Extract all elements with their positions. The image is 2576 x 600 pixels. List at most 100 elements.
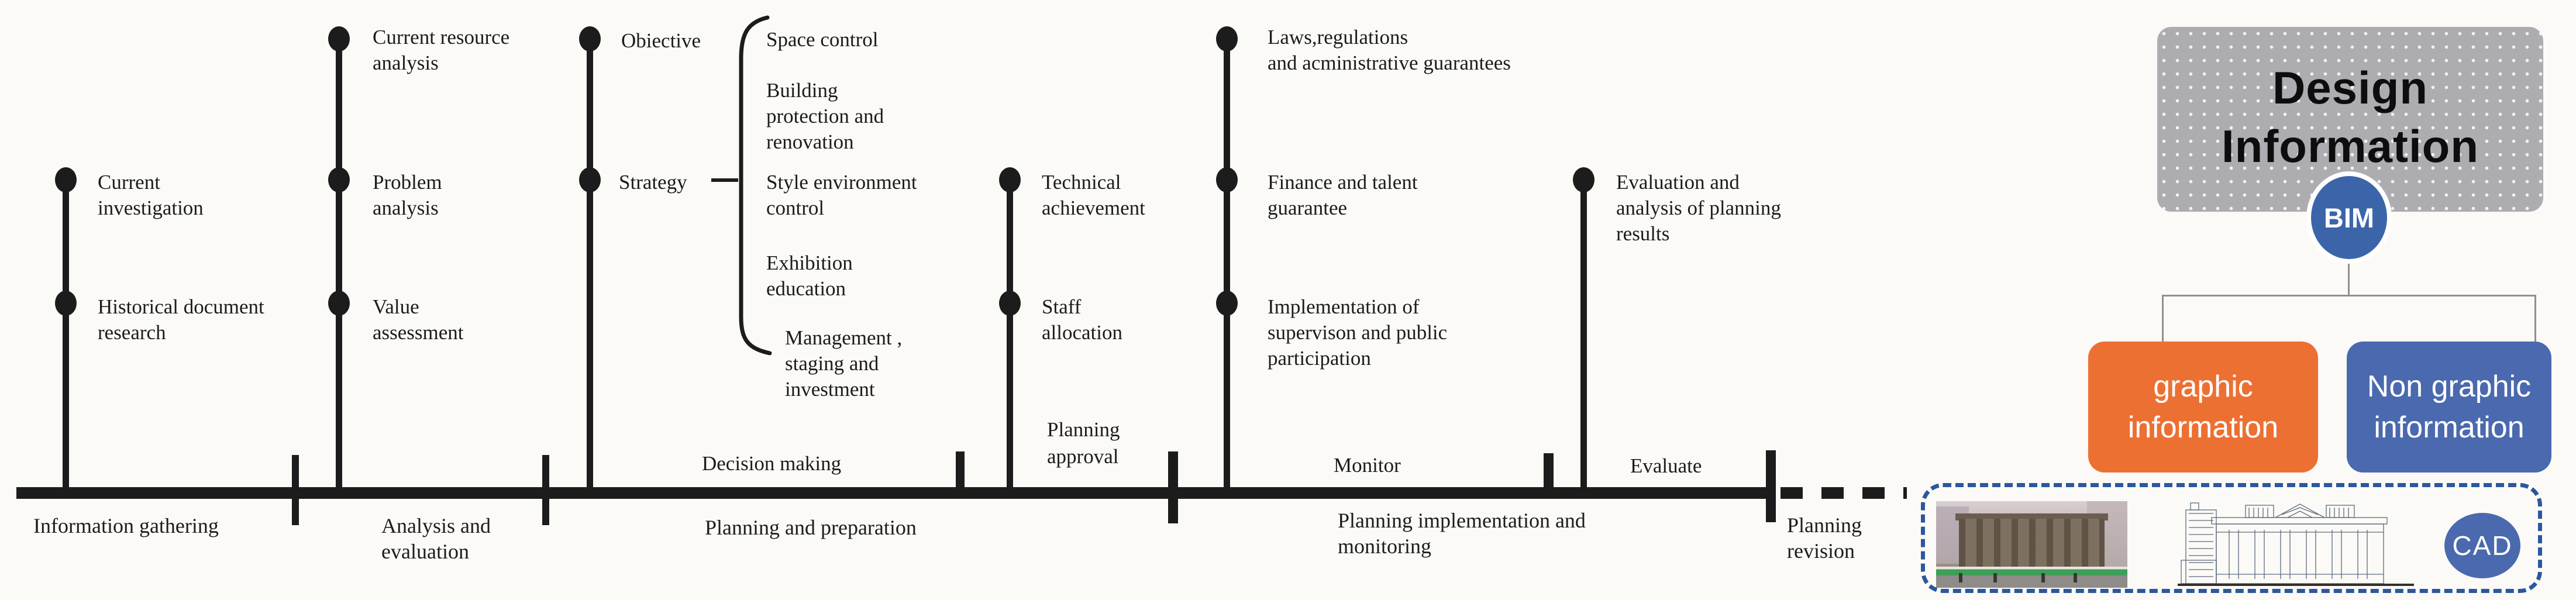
milestone-bullet: [55, 167, 77, 192]
bim-label: BIM: [2323, 202, 2375, 233]
timeline-axis-dashed-extension: [1781, 487, 1907, 499]
connector-left-stub: [2162, 295, 2164, 342]
milestone-bullet: [1216, 26, 1238, 51]
milestone-bullet: [328, 167, 350, 192]
photo-pedestrian: [2041, 573, 2045, 582]
strategy-item-line: Exhibition: [766, 251, 853, 274]
strategy-item-line: control: [766, 196, 825, 219]
stage-label-line: Monitor: [1334, 454, 1401, 477]
milestone-label-line: Evaluation and: [1616, 171, 1740, 194]
milestone-label-line: analysis: [373, 51, 439, 74]
milestone-bullet: [579, 167, 601, 192]
cad-elevation-drawing: [2178, 502, 2414, 586]
design-information-title-line1: Design: [2272, 62, 2429, 113]
strategy-item-line: Management ,: [785, 326, 903, 349]
graphic-box-line2: information: [2127, 411, 2279, 444]
phase-tick: [542, 455, 549, 525]
milestone-label-line: achievement: [1042, 196, 1145, 219]
strategy-item-line: investment: [785, 378, 875, 401]
stage-label-line: Planning: [1047, 418, 1120, 441]
milestone-label-line: Technical: [1042, 171, 1121, 194]
timeline-axis: [16, 487, 1771, 499]
milestone-label-line: Current: [98, 171, 160, 194]
strategy-item-line: renovation: [766, 130, 854, 153]
timeline-stem: [1007, 180, 1013, 493]
strategy-item-line: protection and: [766, 105, 884, 127]
stage-label: Evaluate: [1630, 453, 1702, 480]
phase-label-line: Information gathering: [33, 514, 219, 537]
connector-horizontal: [2162, 295, 2536, 296]
phase-label-line: Planning and preparation: [705, 516, 917, 539]
photo-pedestrian: [1993, 573, 1998, 582]
phase-label-line: Analysis and: [381, 514, 491, 537]
milestone-label-line: supervison and public: [1268, 321, 1448, 344]
milestone-label-line: analysis of planning: [1616, 196, 1781, 219]
photo-ground: [1936, 575, 2127, 588]
milestone-label-line: Implementation of: [1268, 295, 1420, 318]
timeline-stem: [587, 39, 593, 493]
milestone-label-line: assessment: [373, 321, 464, 344]
photo-green-fence: [1936, 567, 2127, 576]
milestone-label-line: Value: [373, 295, 419, 318]
milestone-label-line: analysis: [373, 196, 439, 219]
photo-pedestrian: [1959, 573, 1963, 582]
milestone-label-line: results: [1616, 222, 1670, 245]
milestone-label-line: Finance and talent: [1268, 171, 1418, 194]
strategy-item-line: Style environment: [766, 171, 917, 194]
cad-label: CAD: [2452, 530, 2513, 561]
milestone-label-line: guarantee: [1268, 196, 1348, 219]
milestone-bullet: [328, 26, 350, 51]
milestone-label: Staff allocation: [1042, 294, 1122, 346]
milestone-label-line: Laws,regulations: [1268, 26, 1408, 49]
bim-connector-line: [2348, 256, 2350, 296]
phase-label: Analysis and evaluation: [381, 513, 491, 564]
building-photo: [1936, 501, 2127, 588]
graphic-box-line1: graphic: [2153, 370, 2253, 404]
graphic-information-box: graphic information: [2088, 342, 2318, 473]
phase-tick: [955, 451, 965, 499]
timeline-stem: [1580, 180, 1587, 493]
milestone-label-line: Strategy: [619, 171, 687, 194]
milestone-bullet: [1573, 167, 1594, 192]
milestone-label-line: Staff: [1042, 295, 1082, 318]
timeline-stem: [336, 39, 342, 493]
phase-tick: [292, 455, 299, 525]
phase-tick: [1543, 453, 1554, 499]
stage-label: Decision making: [702, 450, 841, 477]
strategy-item-line: staging and: [785, 352, 879, 375]
milestone-bullet: [1216, 167, 1238, 192]
timeline-stem: [1224, 39, 1230, 493]
non-graphic-information-box: Non graphic information: [2347, 342, 2551, 473]
connector-right-stub: [2534, 295, 2536, 342]
milestone-bullet: [999, 291, 1021, 316]
phase-label-line: revision: [1787, 539, 1855, 563]
milestone-bullet: [999, 167, 1021, 192]
strategy-item-line: education: [766, 277, 846, 300]
phase-label-line: Planning implementation and: [1338, 509, 1586, 532]
bim-node: BIM: [2306, 171, 2392, 264]
strategy-brace: [739, 15, 772, 356]
photo-building-cornice: [1955, 513, 2109, 520]
milestone-label-line: investigation: [98, 196, 204, 219]
non-graphic-box-line1: Non graphic: [2367, 370, 2532, 404]
milestone-label-line: research: [98, 321, 166, 344]
strategy-connector-dash: [711, 178, 738, 182]
stage-label-line: Evaluate: [1630, 454, 1702, 477]
milestone-label: Strategy: [619, 170, 687, 195]
milestone-label-line: Obiective: [621, 29, 701, 52]
milestone-label-line: allocation: [1042, 321, 1123, 344]
phase-label-line: evaluation: [381, 540, 469, 563]
cad-node: CAD: [2444, 513, 2520, 578]
stage-label-line: Decision making: [702, 452, 842, 475]
phase-label-line: Planning: [1787, 513, 1862, 537]
design-information-title-line2: Information: [2222, 120, 2479, 172]
